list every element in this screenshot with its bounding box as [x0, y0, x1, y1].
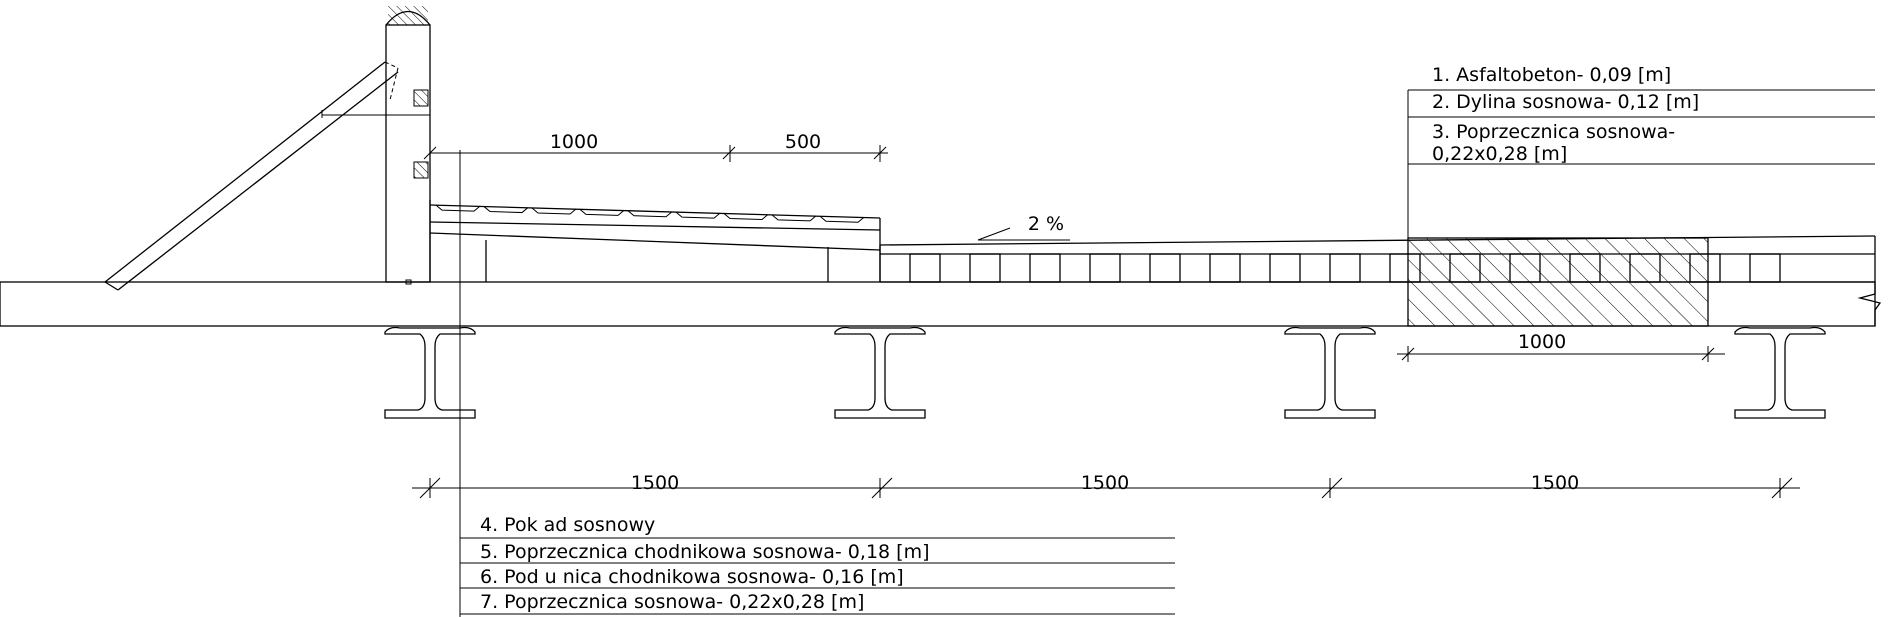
legend-bottom-item-5: 5. Poprzecznica chodnikowa sosnowa- 0,18… [480, 541, 930, 563]
roadway-plank [1629, 253, 1661, 283]
dim-girder-spacing-1: 1500 [631, 472, 679, 494]
legend-bottom: 4. Pok ad sosnowy 5. Poprzecznica chodni… [460, 514, 1175, 615]
legend-top-item-3: 3. Poprzecznica sosnowa- [1432, 121, 1675, 143]
legend-top: 1. Asfaltobeton- 0,09 [m] 2. Dylina sosn… [1407, 64, 1875, 238]
railing-post [322, 6, 431, 285]
sidewalk-plank [819, 215, 865, 223]
slope-label: 2 % [1028, 213, 1064, 235]
legend-top-item-2: 2. Dylina sosnowa- 0,12 [m] [1432, 91, 1699, 113]
roadway-plank [1209, 253, 1241, 283]
sidewalk-plank [723, 213, 769, 220]
sidewalk-plank [675, 211, 721, 219]
dim-sidewalk-width: 1000 [550, 131, 598, 153]
roadway-plank [1749, 253, 1781, 283]
sidewalk-plank [579, 208, 625, 216]
roadway-planks [909, 253, 1781, 283]
sidewalk-plank [435, 204, 481, 212]
roadway-plank [1449, 253, 1481, 283]
dim-sidewalk-offset: 500 [785, 131, 821, 153]
roadway-plank [1089, 253, 1121, 283]
dimension-sidewalk: 1000 500 [423, 131, 888, 162]
legend-bottom-item-4: 4. Pok ad sosnowy [480, 514, 655, 536]
roadway-plank [1689, 253, 1721, 283]
plank-layer [879, 235, 1876, 283]
steel-i-girder [834, 326, 926, 419]
roadway-plank [1569, 253, 1601, 283]
dim-sleeper-spacing: 1000 [1518, 331, 1566, 353]
roadway-plank [1029, 253, 1061, 283]
sidewalk-plank [771, 214, 817, 222]
steel-i-girder [1734, 326, 1826, 419]
dimension-girders: 1500 1500 1500 [412, 472, 1800, 499]
slope-indicator: 2 % [977, 213, 1070, 241]
roadway-plank [1509, 253, 1541, 283]
diagonal-brace [104, 61, 399, 291]
sidewalk-planks [435, 204, 865, 223]
dim-girder-spacing-3: 1500 [1531, 472, 1579, 494]
roadway-plank [969, 253, 1001, 283]
steel-girders [384, 326, 1826, 419]
roadway-plank [909, 253, 941, 283]
steel-i-girder [384, 326, 476, 419]
legend-top-item-1: 1. Asfaltobeton- 0,09 [m] [1432, 64, 1671, 86]
dim-girder-spacing-2: 1500 [1081, 472, 1129, 494]
sidewalk [429, 200, 881, 282]
sidewalk-plank [627, 210, 673, 218]
sidewalk-plank [483, 206, 529, 214]
roadway-plank [1329, 253, 1361, 283]
legend-top-item-3-cont: 0,22x0,28 [m] [1432, 143, 1567, 165]
dimension-sleeper: 1000 [1397, 331, 1725, 362]
legend-bottom-item-6: 6. Pod u nica chodnikowa sosnowa- 0,16 [… [480, 566, 904, 588]
roadway-plank [1149, 253, 1181, 283]
legend-bottom-item-7: 7. Poprzecznica sosnowa- 0,22x0,28 [m] [480, 591, 864, 613]
roadway-plank [1389, 253, 1421, 283]
steel-i-girder [1284, 326, 1376, 419]
sidewalk-plank [531, 207, 577, 215]
roadway-plank [1269, 253, 1301, 283]
